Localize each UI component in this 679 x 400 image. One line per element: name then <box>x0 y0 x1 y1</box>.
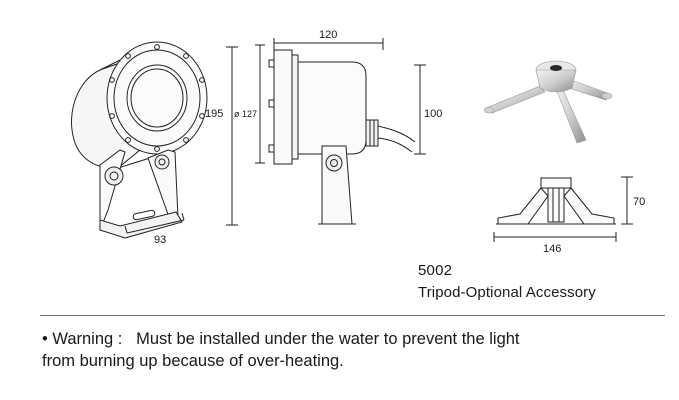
side-view <box>226 38 426 226</box>
flange-bolts <box>109 44 205 152</box>
dim-total-height: 195 <box>205 108 223 120</box>
warning-line-1: • Warning : Must be installed under the … <box>42 330 520 348</box>
dim-tripod-height: 70 <box>633 196 645 208</box>
divider <box>40 315 665 316</box>
dim-tripod-width: 146 <box>543 243 561 255</box>
dim-bracket-width: 93 <box>154 234 166 246</box>
technical-drawing: 93 <box>71 29 645 255</box>
model-number: 5002 <box>418 262 453 279</box>
dim-diameter: ø 127 <box>234 109 257 119</box>
warning-line-2: from burning up because of over-heating. <box>42 352 344 370</box>
dim-side-height: 100 <box>424 108 442 120</box>
accessory-caption: Tripod-Optional Accessory <box>418 284 596 301</box>
tripod-drawing <box>493 176 633 242</box>
dim-length: 120 <box>319 29 337 41</box>
tripod-render <box>483 60 613 144</box>
perspective-view <box>71 41 208 239</box>
